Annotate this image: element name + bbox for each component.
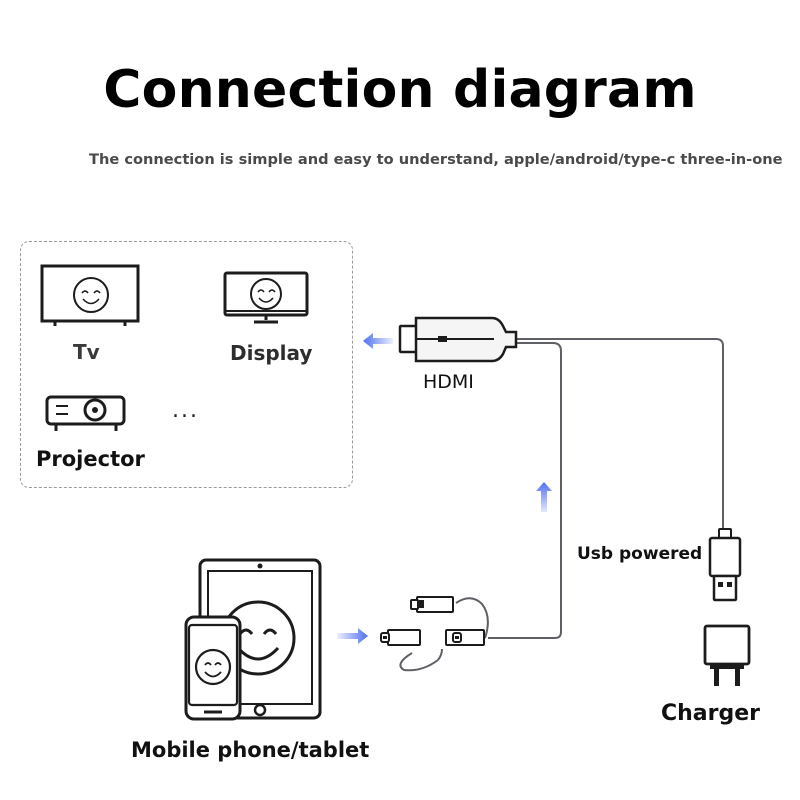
phone-icon <box>184 615 242 721</box>
signal-up-arrow-icon <box>536 482 552 512</box>
hdmi-label: HDMI <box>423 371 474 393</box>
usb-plug-icon <box>708 528 742 602</box>
usb-powered-label: Usb powered <box>577 544 703 564</box>
charger-label: Charger <box>661 701 761 726</box>
page-title: Connection diagram <box>103 60 697 120</box>
three-in-one-connector-icon <box>380 596 489 672</box>
output-devices-box <box>20 241 353 488</box>
display-monitor-icon <box>223 271 309 324</box>
more-devices-ellipsis: ... <box>172 398 199 423</box>
display-label: Display <box>230 341 313 365</box>
charger-plug-icon <box>703 624 751 686</box>
projector-label: Projector <box>36 447 145 471</box>
hdmi-connector-icon <box>398 316 518 363</box>
input-arrow-icon <box>337 628 368 644</box>
mobile-phone-tablet-label: Mobile phone/tablet <box>131 738 370 762</box>
tv-label: Tv <box>73 340 100 364</box>
hdmi-output-arrow-icon <box>363 333 393 349</box>
page-subtitle: The connection is simple and easy to und… <box>89 151 783 168</box>
projector-icon <box>45 395 126 431</box>
tv-icon <box>40 264 140 326</box>
